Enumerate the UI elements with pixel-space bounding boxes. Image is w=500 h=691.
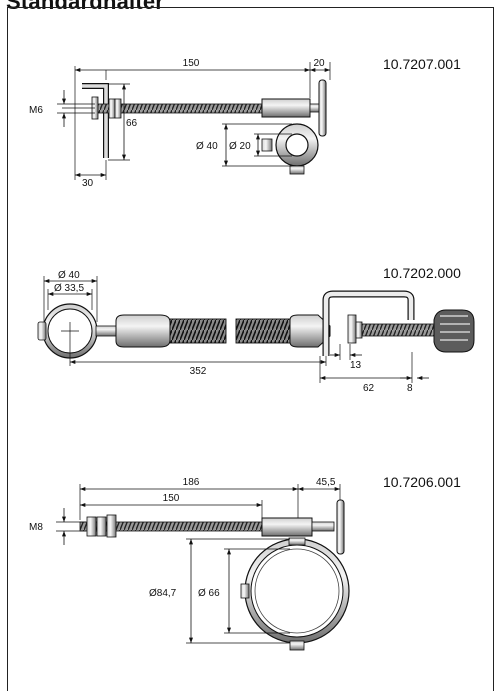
dim-end: 20 <box>313 58 325 69</box>
part-number-3: 10.7206.001 <box>383 474 461 490</box>
dim-ring-outer-3: Ø84,7 <box>149 588 177 599</box>
dim-length: 150 <box>183 58 200 69</box>
part-number-2: 10.7202.000 <box>383 265 461 281</box>
dim-ring-outer-2: Ø 40 <box>58 270 80 281</box>
dim-ring-outer: Ø 40 <box>196 141 218 152</box>
dim-end-3: 45,5 <box>316 477 336 488</box>
holder-drawing-2: Ø 40 Ø 33,5 352 13 62 8 <box>37 270 475 394</box>
dim-total-3: 186 <box>183 477 200 488</box>
drawing-frame <box>7 7 494 691</box>
dim-thread-3: M8 <box>29 522 43 533</box>
dim-thread: M6 <box>29 105 43 116</box>
dim-clamp-width: 62 <box>363 383 375 394</box>
dim-tail: 8 <box>407 383 413 394</box>
dim-ring-inner-3: Ø 66 <box>198 588 220 599</box>
dim-length-2: 352 <box>190 366 207 377</box>
dim-width: 30 <box>82 178 94 189</box>
dim-ring-inner: Ø 20 <box>229 141 251 152</box>
holder-drawing-1: 150 20 M6 66 30 Ø 40 Ø 20 <box>29 58 331 189</box>
dim-gap: 13 <box>350 360 362 371</box>
part-number-1: 10.7207.001 <box>383 56 461 72</box>
holder-drawing-3: 186 45,5 150 M8 Ø84,7 Ø 66 <box>29 477 350 651</box>
dim-height: 66 <box>126 118 138 129</box>
dim-ring-inner-2: Ø 33,5 <box>54 283 84 294</box>
dim-length-3: 150 <box>163 493 180 504</box>
